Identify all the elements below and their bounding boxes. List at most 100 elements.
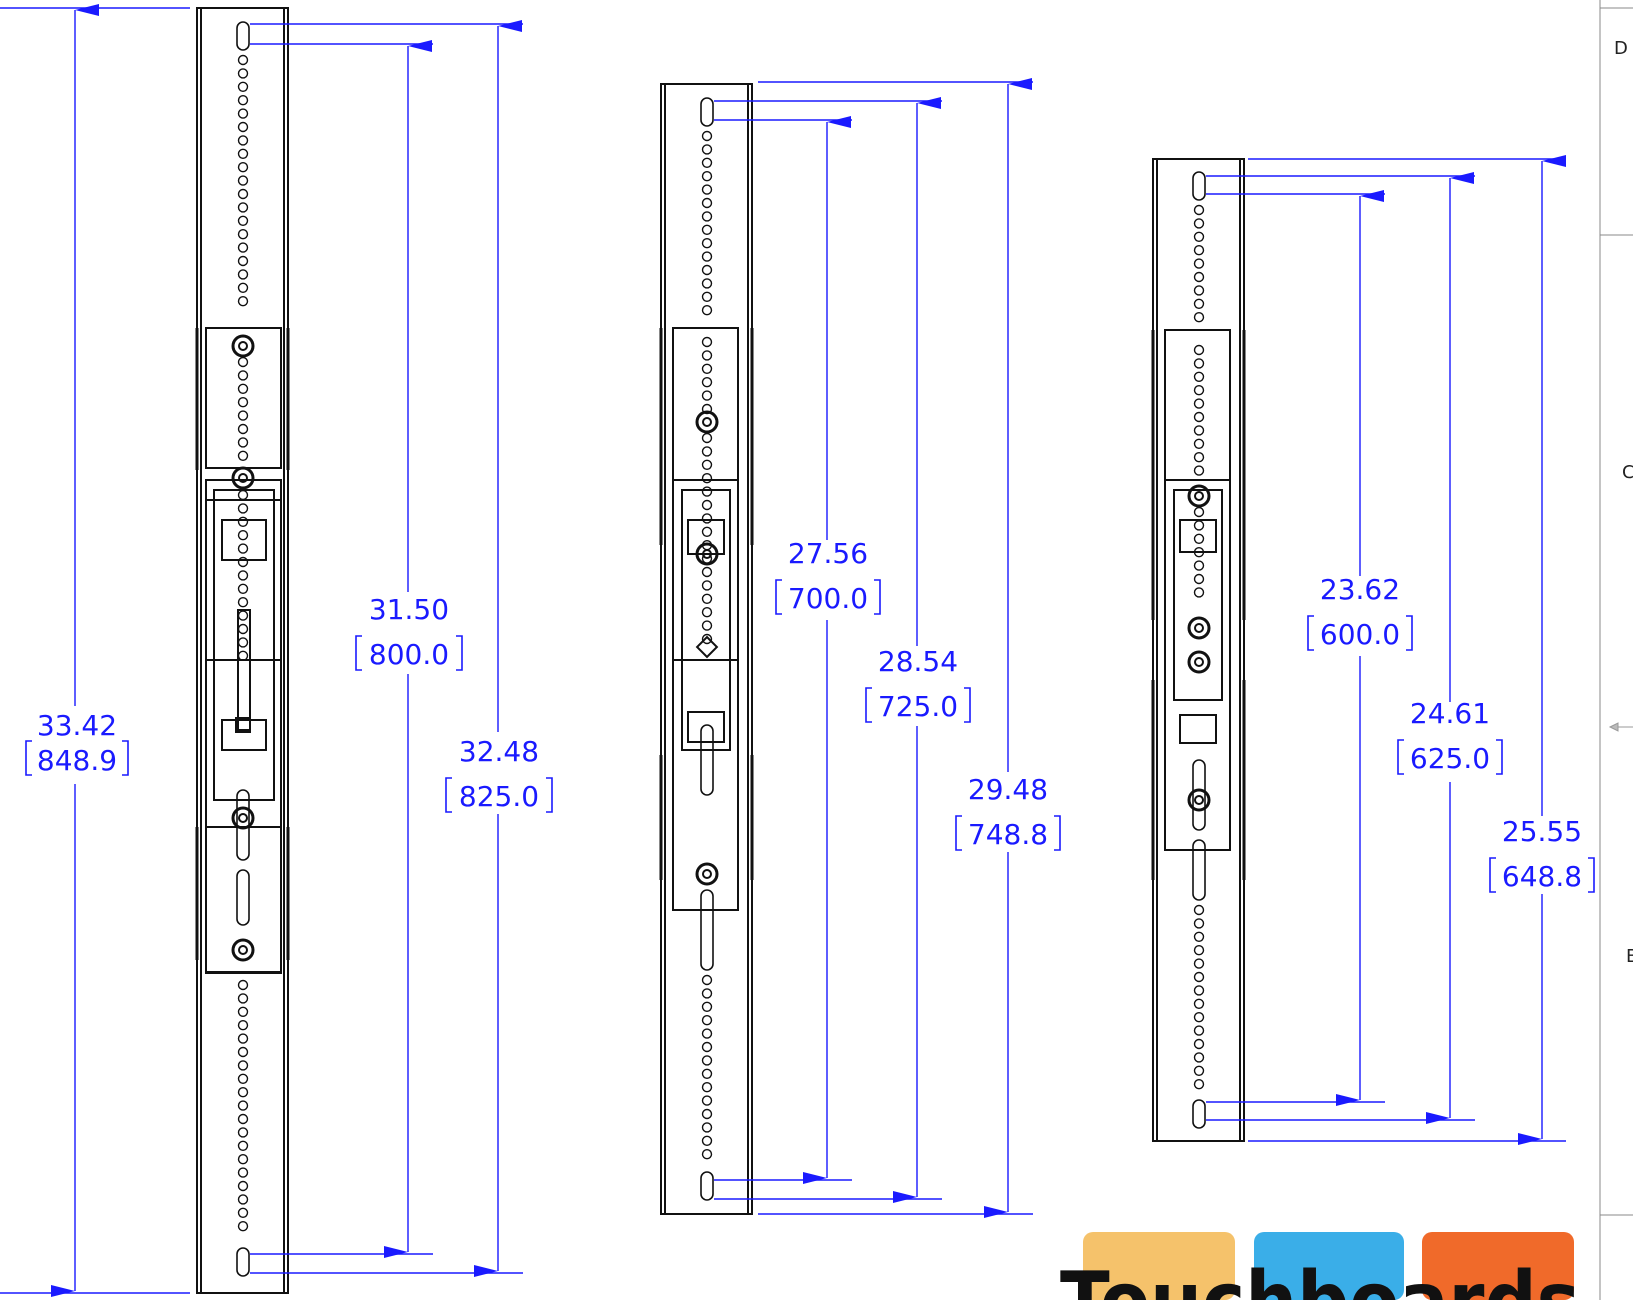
mount-hole xyxy=(1193,465,1205,476)
mount-hole xyxy=(1193,547,1205,558)
mount-hole xyxy=(237,623,249,635)
mount-hole xyxy=(701,1055,713,1066)
mount-hole xyxy=(237,1194,249,1205)
dim-inches: 27.56 xyxy=(788,537,868,570)
mount-hole xyxy=(1193,533,1205,544)
mount-hole xyxy=(1193,258,1205,269)
mount-hole xyxy=(1193,398,1205,409)
dim-mm: 600.0 xyxy=(1320,618,1400,651)
mount-hole xyxy=(237,228,249,240)
mount-hole xyxy=(1193,1025,1205,1036)
mount-hole xyxy=(237,1073,249,1085)
mount-hole xyxy=(237,121,249,133)
mount-hole xyxy=(701,170,713,182)
mount-hole xyxy=(701,580,713,591)
dim-mm: 800.0 xyxy=(369,638,449,671)
mount-hole xyxy=(701,390,713,401)
mount-hole xyxy=(237,570,249,581)
mount-hole xyxy=(237,543,249,554)
logo-block-orange xyxy=(1422,1232,1574,1300)
brand-logo: Touchboards xyxy=(1060,1232,1580,1300)
mount-hole xyxy=(237,530,249,541)
mount-hole xyxy=(1193,1012,1205,1023)
mount-hole xyxy=(237,242,249,253)
dim-mm: 648.8 xyxy=(1502,860,1582,893)
logo-block-blue xyxy=(1254,1232,1404,1300)
mount-hole xyxy=(237,269,249,280)
mount-hole xyxy=(701,130,713,142)
mount-hole xyxy=(237,583,249,594)
mount-hole xyxy=(701,593,713,604)
mount-hole xyxy=(237,383,249,394)
mount-hole xyxy=(237,650,249,661)
mount-hole xyxy=(701,278,713,289)
mount-hole xyxy=(1193,904,1205,916)
dim-mm: 825.0 xyxy=(459,780,539,813)
mount-hole xyxy=(237,423,249,435)
mount-hole xyxy=(237,296,249,307)
mount-hole xyxy=(1193,985,1205,996)
mount-hole xyxy=(237,1207,249,1219)
mount-hole xyxy=(701,350,713,361)
mount-hole xyxy=(237,202,249,213)
mount-hole xyxy=(237,1100,249,1111)
title-block-border xyxy=(1599,0,1633,1300)
mount-hole xyxy=(237,282,249,293)
mount-hole xyxy=(701,1148,713,1160)
mount-hole xyxy=(237,437,249,448)
mount-hole xyxy=(701,211,713,222)
mount-hole xyxy=(1193,1065,1205,1077)
mount-hole xyxy=(701,197,713,209)
mount-hole xyxy=(701,237,713,249)
mount-hole xyxy=(701,157,713,169)
mount-hole xyxy=(1193,958,1205,969)
mount-hole xyxy=(701,363,713,374)
mount-hole xyxy=(701,1068,713,1080)
mount-hole xyxy=(1193,312,1205,323)
mount-hole xyxy=(1193,218,1205,229)
mount-hole xyxy=(237,1046,249,1058)
mount-hole xyxy=(701,499,713,511)
mount-hole xyxy=(701,633,713,645)
mount-hole xyxy=(701,473,713,484)
mount-hole xyxy=(1193,425,1205,436)
mount-hole xyxy=(701,1095,713,1106)
mount-hole xyxy=(237,637,249,648)
mount-hole xyxy=(1193,520,1205,531)
mount-hole xyxy=(1193,285,1205,296)
mount-small-rail xyxy=(1151,158,1246,1142)
mount-hole xyxy=(237,1060,249,1071)
mm-brackets xyxy=(25,579,1595,893)
mount-hole xyxy=(701,1028,713,1039)
mount-hole xyxy=(701,336,713,348)
mount-large-slots xyxy=(236,21,250,1277)
mount-hole xyxy=(237,1113,249,1125)
mount-hole xyxy=(237,370,249,381)
dimension-labels: 33.42 848.9 31.50 800.0 32.48 825.0 27.5… xyxy=(37,537,1582,893)
dim-inches: 29.48 xyxy=(968,773,1048,806)
mount-medium-slots xyxy=(700,97,714,1201)
dim-inches: 25.55 xyxy=(1502,815,1582,848)
mount-hole xyxy=(237,1127,249,1138)
mount-hole xyxy=(237,1006,249,1017)
mount-medium-rail xyxy=(659,83,754,1215)
dim-mm: 848.9 xyxy=(37,744,117,777)
mount-hole xyxy=(237,215,249,227)
logo-block-yellow xyxy=(1083,1232,1235,1300)
mount-hole xyxy=(1193,204,1205,216)
zone-label-d: D xyxy=(1614,38,1628,59)
mount-hole xyxy=(237,489,249,501)
dim-mm: 625.0 xyxy=(1410,742,1490,775)
mount-hole xyxy=(1193,560,1205,571)
mount-hole xyxy=(1193,945,1205,956)
mount-hole xyxy=(237,68,249,79)
dim-inches: 31.50 xyxy=(369,593,449,626)
center-mark xyxy=(1608,722,1633,732)
dimension-lines xyxy=(0,3,1566,1297)
mount-hole xyxy=(1193,998,1205,1009)
mount-hole xyxy=(701,446,713,457)
mount-hole xyxy=(237,148,249,160)
mount-large-hole-column-top xyxy=(237,54,249,661)
mount-hole xyxy=(701,459,713,470)
